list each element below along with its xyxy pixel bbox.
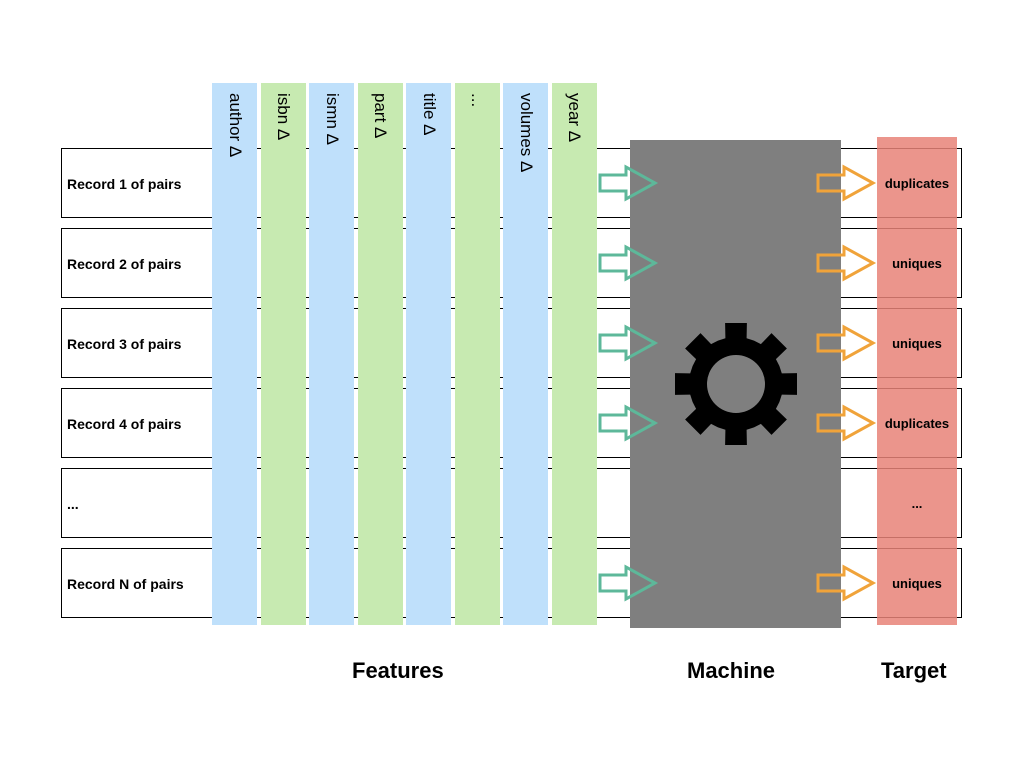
- input-arrow-icon: [598, 244, 659, 282]
- output-arrow-icon: [816, 244, 877, 282]
- output-arrow-icon: [816, 404, 877, 442]
- machine-block: [630, 140, 841, 628]
- feature-column: part Δ: [357, 83, 403, 625]
- record-row-label: Record 2 of pairs: [67, 256, 182, 272]
- record-row-label: Record 1 of pairs: [67, 176, 182, 192]
- target-label: ...: [911, 496, 923, 511]
- record-row-label: Record 4 of pairs: [67, 416, 182, 432]
- features-caption: Features: [352, 658, 444, 683]
- target-label: uniques: [892, 576, 942, 591]
- target-label: duplicates: [884, 176, 950, 191]
- feature-column: ...: [454, 83, 500, 625]
- feature-column: volumes Δ: [503, 83, 548, 625]
- target-label: uniques: [892, 256, 942, 271]
- gear-icon: [675, 323, 797, 445]
- feature-column: year Δ: [551, 83, 597, 625]
- input-arrow-icon: [598, 404, 659, 442]
- feature-column: isbn Δ: [260, 83, 306, 625]
- input-arrow-icon: [598, 164, 659, 202]
- input-arrow-icon: [598, 564, 659, 602]
- machine-caption: Machine: [687, 658, 776, 683]
- feature-column: author Δ: [212, 83, 257, 625]
- record-row-label: Record N of pairs: [67, 576, 184, 592]
- output-arrow-icon: [816, 564, 877, 602]
- input-arrow-icon: [598, 324, 659, 362]
- target-label: uniques: [892, 336, 942, 351]
- record-row-label: Record 3 of pairs: [67, 336, 182, 352]
- feature-column: ismn Δ: [309, 83, 354, 625]
- record-row-label: ...: [67, 496, 79, 512]
- target-caption: Target: [881, 658, 947, 683]
- target-column: [877, 137, 957, 625]
- feature-column: title Δ: [406, 83, 451, 625]
- output-arrow-icon: [816, 164, 877, 202]
- output-arrow-icon: [816, 324, 877, 362]
- target-label: duplicates: [884, 416, 950, 431]
